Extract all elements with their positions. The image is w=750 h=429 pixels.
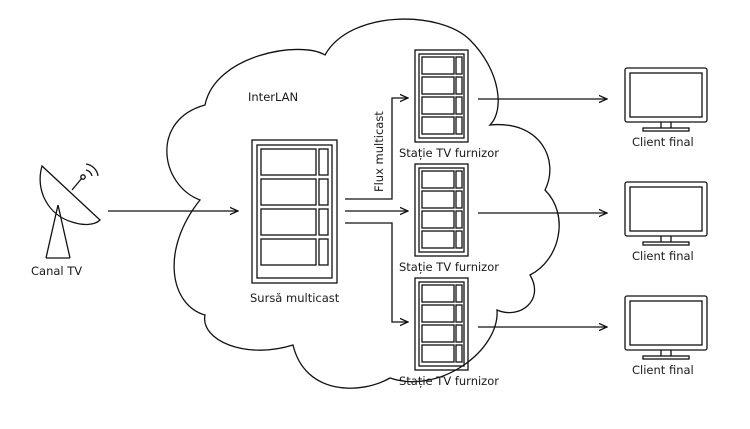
station-1: Stație TV furnizor — [399, 49, 607, 160]
client-3: Client final — [624, 295, 708, 377]
monitor-icon — [624, 67, 708, 132]
server-rack-icon — [414, 49, 469, 143]
interlan-cloud — [166, 18, 560, 389]
server-rack-icon — [414, 163, 469, 257]
client-label: Client final — [632, 135, 694, 149]
station-2: Stație TV furnizor — [399, 163, 607, 274]
server-rack-icon — [414, 277, 469, 371]
client-label: Client final — [632, 249, 694, 263]
server-rack-icon — [251, 139, 338, 284]
station-label: Stație TV furnizor — [399, 146, 499, 160]
client-1: Client final — [624, 67, 708, 149]
flow-label: Flux multicast — [372, 111, 386, 192]
monitor-icon — [624, 181, 708, 246]
station-label: Stație TV furnizor — [399, 260, 499, 274]
monitor-icon — [624, 295, 708, 360]
client-label: Client final — [632, 363, 694, 377]
client-2: Client final — [624, 181, 708, 263]
multicast-flow-arrows — [345, 98, 408, 322]
station-label: Stație TV furnizor — [399, 374, 499, 388]
source-node-label: Canal TV — [31, 264, 82, 278]
satellite-dish-icon — [39, 163, 101, 259]
multicast-source-label: Sursă multicast — [250, 291, 340, 305]
station-3: Stație TV furnizor — [399, 277, 607, 388]
network-label: InterLAN — [248, 90, 298, 104]
